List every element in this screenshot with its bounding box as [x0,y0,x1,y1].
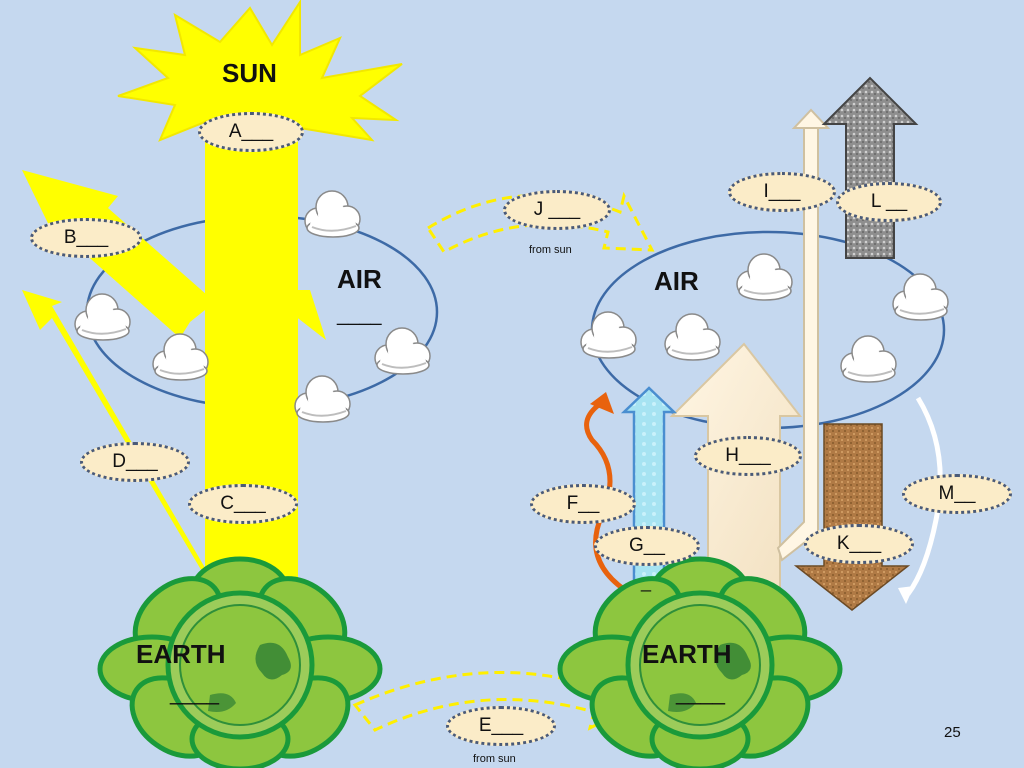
cloud-icon [294,375,351,423]
air-blank-left: ____ [337,304,382,326]
transfer-arrow-j [425,191,655,254]
cloud-icon [74,293,131,341]
earth-title-right: EARTH [642,639,732,669]
from-sun-bottom: from sun [473,753,516,765]
air-title-left: AIR [337,264,382,294]
earth-blank-right: ____ [676,680,725,705]
cloud-icon [664,313,721,361]
label-d: D___ [80,442,190,482]
cloud-icon [736,253,793,301]
air-title-right: AIR [654,266,699,296]
label-f: F__ [530,484,636,524]
outgoing-arrow-l [821,76,919,259]
label-k: K___ [804,524,914,564]
sun-title: SUN [222,58,277,88]
cloud-icon [304,190,361,238]
label-l: L __ [836,182,942,222]
cloud-icon [152,333,209,381]
cloud-icon [580,311,637,359]
return-arrow-m-tip [898,586,914,604]
label-a: A___ [198,112,304,152]
return-arrow-m [905,396,943,596]
label-m: M__ [902,474,1012,514]
cloud-icon [892,273,949,321]
label-b: B___ [30,218,142,258]
label-e: E___ [446,706,556,746]
radiation-arrow-i-tip [791,108,831,129]
from-sun-top: from sun [529,244,572,256]
label-g-dash: _ [641,572,652,592]
label-h: H___ [694,436,802,476]
cloud-icon [374,327,431,375]
back-radiation-arrow-k [793,423,911,611]
sunlight-shaft [205,135,298,610]
infrared-arrow-f [584,401,627,593]
label-c: C___ [188,484,298,524]
page-number: 25 [944,724,961,741]
cloud-icon [840,335,897,383]
label-j: J ___ [503,190,611,230]
earth-blank-left: ____ [170,680,219,705]
infrared-arrow-f-tip [590,392,614,414]
label-g: G__ [594,526,700,566]
transfer-arrow-e [352,667,633,732]
label-i: I___ [728,172,836,212]
earth-title-left: EARTH [136,639,226,669]
